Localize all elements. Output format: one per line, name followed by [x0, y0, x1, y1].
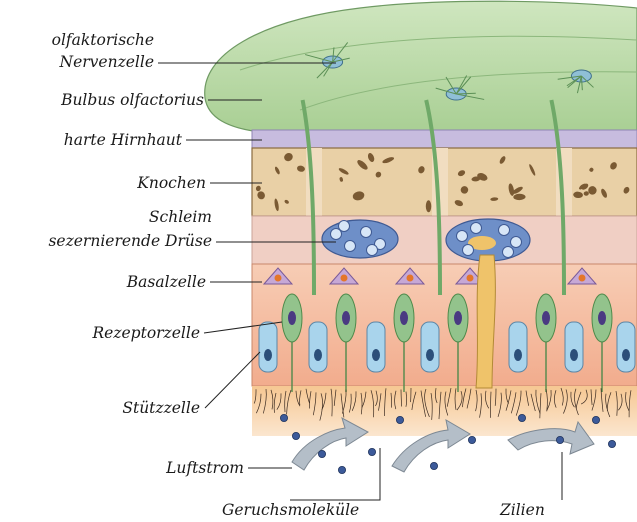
- support-cell-nucleus: [514, 349, 522, 361]
- receptor-cell-nucleus: [288, 311, 296, 325]
- acinar-cell: [367, 245, 378, 256]
- molecule-dot-icon: [592, 416, 599, 423]
- molecule-dot-icon: [396, 416, 403, 423]
- molecule-dot-icon: [556, 436, 563, 443]
- support-cell: [367, 322, 385, 372]
- support-cell-nucleus: [264, 349, 272, 361]
- label-basal: Basalzelle: [126, 273, 206, 291]
- acinar-cell: [361, 227, 372, 238]
- support-cell: [421, 322, 439, 372]
- acinar-cell: [499, 225, 510, 236]
- label-gland-line2: sezernierende Drüse: [48, 232, 212, 250]
- acinar-cell: [511, 237, 522, 248]
- molecule-dot-icon: [608, 440, 615, 447]
- label-dura: harte Hirnhaut: [64, 131, 183, 149]
- acinar-cell: [339, 221, 350, 232]
- molecule-dot-icon: [338, 466, 345, 473]
- label-olfactory-neuron-line1: olfaktorische: [52, 31, 154, 49]
- label-bone: Knochen: [136, 174, 206, 192]
- basal-cell-nucleus: [275, 275, 282, 282]
- basal-cell-nucleus: [467, 275, 474, 282]
- label-bulbus: Bulbus olfactorius: [60, 91, 204, 109]
- basal-cell-nucleus: [341, 275, 348, 282]
- support-cell-nucleus: [314, 349, 322, 361]
- acinar-cell: [503, 247, 514, 258]
- molecule-dot-icon: [292, 432, 299, 439]
- molecule-dot-icon: [430, 462, 437, 469]
- bulbus-olfactorius: [205, 1, 637, 132]
- support-cell-nucleus: [426, 349, 434, 361]
- support-cell: [259, 322, 277, 372]
- label-support: Stützzelle: [122, 399, 200, 417]
- receptor-cell-nucleus: [342, 311, 350, 325]
- acinar-cell: [463, 245, 474, 256]
- acinar-cell: [457, 231, 468, 242]
- molecule-dot-icon: [368, 448, 375, 455]
- molecule-dot-icon: [518, 414, 525, 421]
- lamina-propria: [252, 216, 637, 264]
- receptor-cell-nucleus: [454, 311, 462, 325]
- acinar-cell: [345, 241, 356, 252]
- label-receptor: Rezeptorzelle: [91, 324, 200, 342]
- receptor-cell-nucleus: [598, 311, 606, 325]
- receptor-cell-nucleus: [542, 311, 550, 325]
- support-cell-nucleus: [570, 349, 578, 361]
- support-cell: [309, 322, 327, 372]
- label-airflow: Luftstrom: [165, 459, 244, 477]
- receptor-cell-nucleus: [400, 311, 408, 325]
- label-cilia: Zilien: [499, 501, 545, 519]
- acinar-cell: [471, 223, 482, 234]
- support-cell: [565, 322, 583, 372]
- support-cell-nucleus: [372, 349, 380, 361]
- molecule-dot-icon: [318, 450, 325, 457]
- label-odorants: Geruchsmoleküle: [222, 501, 359, 519]
- label-olfactory-neuron-line2: Nervenzelle: [59, 53, 154, 71]
- support-cell-nucleus: [622, 349, 630, 361]
- molecule-dot-icon: [468, 436, 475, 443]
- basal-cell-nucleus: [407, 275, 414, 282]
- support-cell: [509, 322, 527, 372]
- support-cell: [617, 322, 635, 372]
- molecule-dot-icon: [280, 414, 287, 421]
- basal-cell-nucleus: [579, 275, 586, 282]
- label-gland-line1: Schleim: [149, 208, 212, 226]
